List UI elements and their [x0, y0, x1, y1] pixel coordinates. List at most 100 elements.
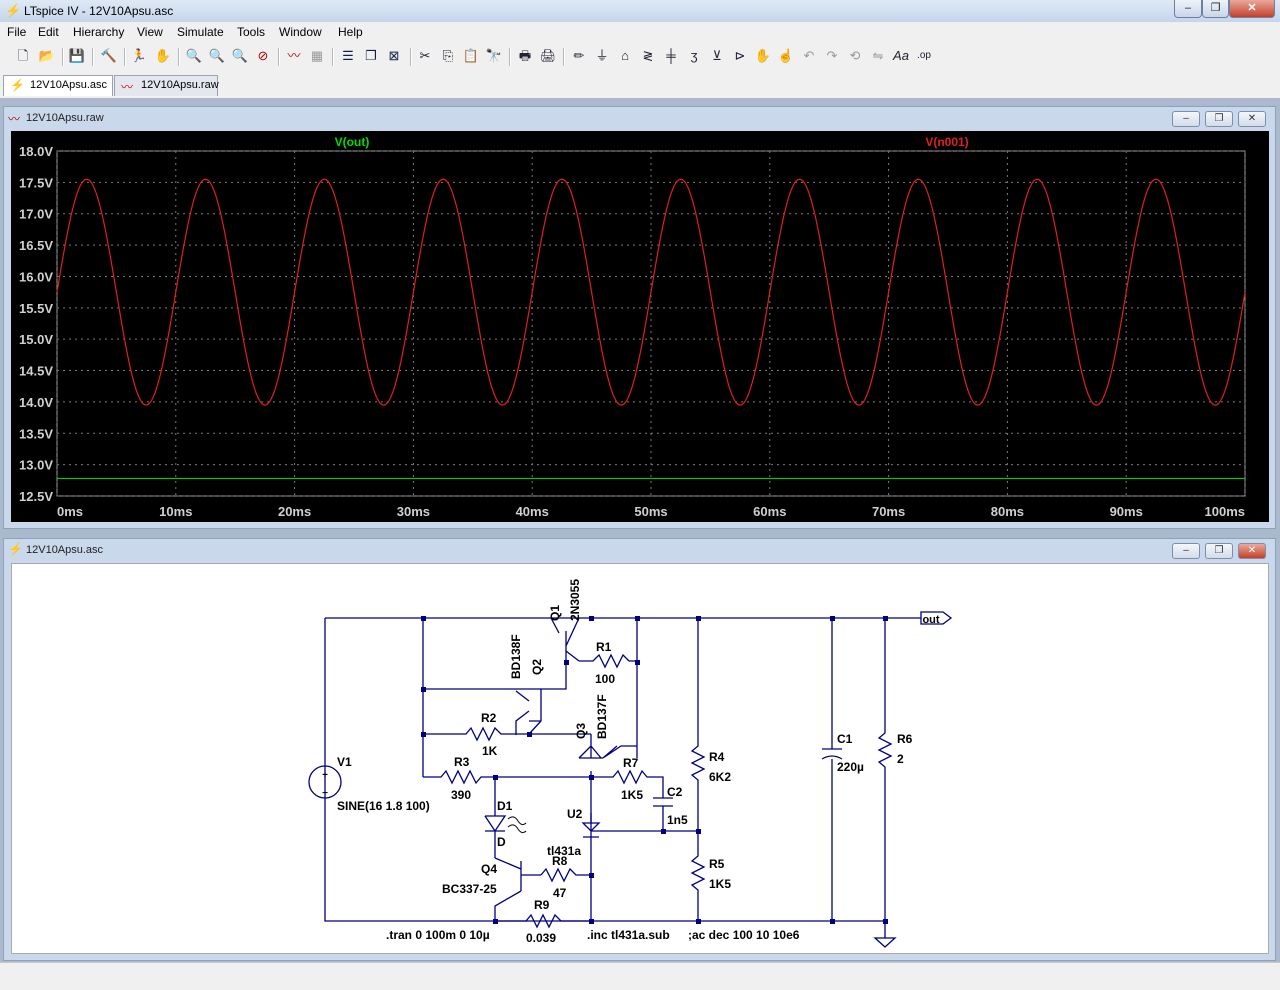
- value-r6[interactable]: 2: [897, 752, 904, 766]
- label-c2[interactable]: C2: [667, 785, 683, 799]
- restore-button[interactable]: ❐: [1202, 0, 1229, 18]
- redo-icon[interactable]: ↷: [826, 48, 838, 63]
- tab-waveform[interactable]: 〰 12V10Apsu.raw: [114, 75, 219, 96]
- zoom-in-icon[interactable]: 🔍: [185, 48, 203, 63]
- value-q3[interactable]: BD137F: [595, 694, 609, 739]
- label-v1[interactable]: V1: [337, 755, 352, 769]
- menu-file[interactable]: File: [7, 25, 27, 39]
- label-r2[interactable]: R2: [481, 711, 497, 725]
- copy-icon[interactable]: ⎘: [442, 48, 454, 63]
- value-d1[interactable]: D: [497, 835, 506, 849]
- value-r3[interactable]: 390: [451, 788, 471, 802]
- close-button[interactable]: ✕: [1229, 0, 1275, 18]
- value-q2[interactable]: BD138F: [509, 634, 523, 679]
- waveform-close-button[interactable]: ✕: [1238, 111, 1266, 127]
- label-r5[interactable]: R5: [709, 857, 725, 871]
- minimize-button[interactable]: –: [1174, 0, 1202, 18]
- directive-inc[interactable]: .inc tl431a.sub: [587, 928, 670, 942]
- paste-icon[interactable]: 📋: [462, 48, 480, 63]
- value-r9[interactable]: 0.039: [526, 931, 556, 945]
- run-icon[interactable]: 🏃: [130, 48, 148, 63]
- diode-icon[interactable]: ⊻: [712, 48, 722, 63]
- print-setup-icon[interactable]: 🖶: [518, 48, 532, 63]
- cascade-icon[interactable]: ❐: [365, 48, 377, 63]
- value-r7[interactable]: 1K5: [621, 788, 643, 802]
- autorange-icon[interactable]: 〰: [287, 48, 301, 63]
- label-q3[interactable]: Q3: [574, 723, 588, 739]
- control-panel-icon[interactable]: 🔨: [100, 48, 118, 63]
- open-icon[interactable]: 📂: [38, 48, 56, 63]
- menu-help[interactable]: Help: [338, 25, 363, 39]
- label-q1[interactable]: Q1: [548, 605, 562, 621]
- save-icon[interactable]: 💾: [68, 48, 86, 63]
- value-u2[interactable]: tl431a: [547, 844, 581, 858]
- close-window-icon[interactable]: ⊠: [388, 48, 400, 63]
- label-r4[interactable]: R4: [709, 750, 725, 764]
- value-q1[interactable]: 2N3055: [568, 579, 582, 621]
- zoom-area-icon[interactable]: 🔍: [208, 48, 226, 63]
- trace-label-vn001[interactable]: V(n001): [925, 135, 968, 149]
- label-r7[interactable]: R7: [623, 756, 639, 770]
- schematic-close-button[interactable]: ✕: [1238, 543, 1266, 559]
- label-r9[interactable]: R9: [534, 898, 550, 912]
- menu-simulate[interactable]: Simulate: [177, 25, 224, 39]
- print-icon[interactable]: 🖨: [539, 48, 557, 63]
- waveform-minimize-button[interactable]: –: [1172, 111, 1200, 127]
- label-r3[interactable]: R3: [454, 755, 470, 769]
- mirror-icon[interactable]: ⇋: [872, 48, 884, 63]
- label-c1[interactable]: C1: [837, 732, 853, 746]
- drag-icon[interactable]: ☝: [777, 48, 795, 63]
- label-u2[interactable]: U2: [567, 807, 583, 821]
- text-icon[interactable]: Aa: [893, 48, 909, 63]
- value-c2[interactable]: 1n5: [667, 813, 688, 827]
- circuit-diagram[interactable]: out + − V1 SINE(16 1.8 100) Q1 2N3055 BD…: [12, 564, 1268, 953]
- value-c1[interactable]: 220µ: [837, 760, 864, 774]
- trace-label-vout[interactable]: V(out): [335, 135, 370, 149]
- rotate-icon[interactable]: ⟲: [849, 48, 861, 63]
- inductor-icon[interactable]: ʒ: [690, 48, 698, 63]
- menu-view[interactable]: View: [137, 25, 163, 39]
- plot-settings-icon[interactable]: ▦: [310, 48, 324, 63]
- directive-tran[interactable]: .tran 0 100m 0 10µ: [386, 928, 490, 942]
- menu-hierarchy[interactable]: Hierarchy: [73, 25, 125, 39]
- value-r8[interactable]: 47: [553, 886, 567, 900]
- schematic-restore-button[interactable]: ❐: [1205, 543, 1233, 559]
- waveform-restore-button[interactable]: ❐: [1205, 111, 1233, 127]
- find-icon[interactable]: 🔭: [485, 48, 503, 63]
- move-icon[interactable]: ✋: [754, 48, 772, 63]
- value-r1[interactable]: 100: [595, 672, 615, 686]
- label-r1[interactable]: R1: [596, 640, 612, 654]
- net-label-out[interactable]: out: [922, 614, 939, 626]
- value-v1[interactable]: SINE(16 1.8 100): [337, 799, 430, 813]
- component-icon[interactable]: ⊳: [734, 48, 746, 63]
- menu-tools[interactable]: Tools: [237, 25, 266, 39]
- halt-icon[interactable]: ✋: [154, 48, 172, 63]
- label-icon[interactable]: ⌂: [621, 48, 629, 63]
- label-q4[interactable]: Q4: [481, 862, 497, 876]
- cut-icon[interactable]: ✂: [419, 48, 431, 63]
- menu-edit[interactable]: Edit: [38, 25, 59, 39]
- waveform-chart[interactable]: 18.0V17.5V17.0V16.5V16.0V15.5V15.0V14.5V…: [11, 131, 1269, 522]
- undo-icon[interactable]: ↶: [803, 48, 815, 63]
- label-q2[interactable]: Q2: [530, 659, 544, 675]
- tab-schematic[interactable]: ⚡ 12V10Apsu.asc: [3, 75, 113, 96]
- new-schematic-icon[interactable]: 🗋: [17, 48, 29, 63]
- tile-horizontal-icon[interactable]: ☰: [342, 48, 354, 63]
- label-r6[interactable]: R6: [897, 732, 913, 746]
- value-r5[interactable]: 1K5: [709, 877, 731, 891]
- schematic-minimize-button[interactable]: –: [1172, 543, 1200, 559]
- label-r8[interactable]: R8: [552, 854, 568, 868]
- ground-icon[interactable]: ⏚: [595, 48, 609, 63]
- schematic-canvas[interactable]: out + − V1 SINE(16 1.8 100) Q1 2N3055 BD…: [11, 563, 1269, 954]
- resistor-icon[interactable]: ≷: [642, 48, 654, 63]
- label-d1[interactable]: D1: [497, 799, 513, 813]
- value-r2[interactable]: 1K: [482, 744, 498, 758]
- capacitor-icon[interactable]: ╪: [666, 48, 676, 63]
- spice-directive-icon[interactable]: .op: [917, 50, 931, 61]
- directive-ac[interactable]: ;ac dec 100 10 10e6: [688, 928, 800, 942]
- value-r4[interactable]: 6K2: [709, 770, 731, 784]
- zoom-out-icon[interactable]: 🔍: [231, 48, 249, 63]
- zoom-cancel-icon[interactable]: ⊘: [257, 48, 269, 63]
- value-q4[interactable]: BC337-25: [442, 882, 497, 896]
